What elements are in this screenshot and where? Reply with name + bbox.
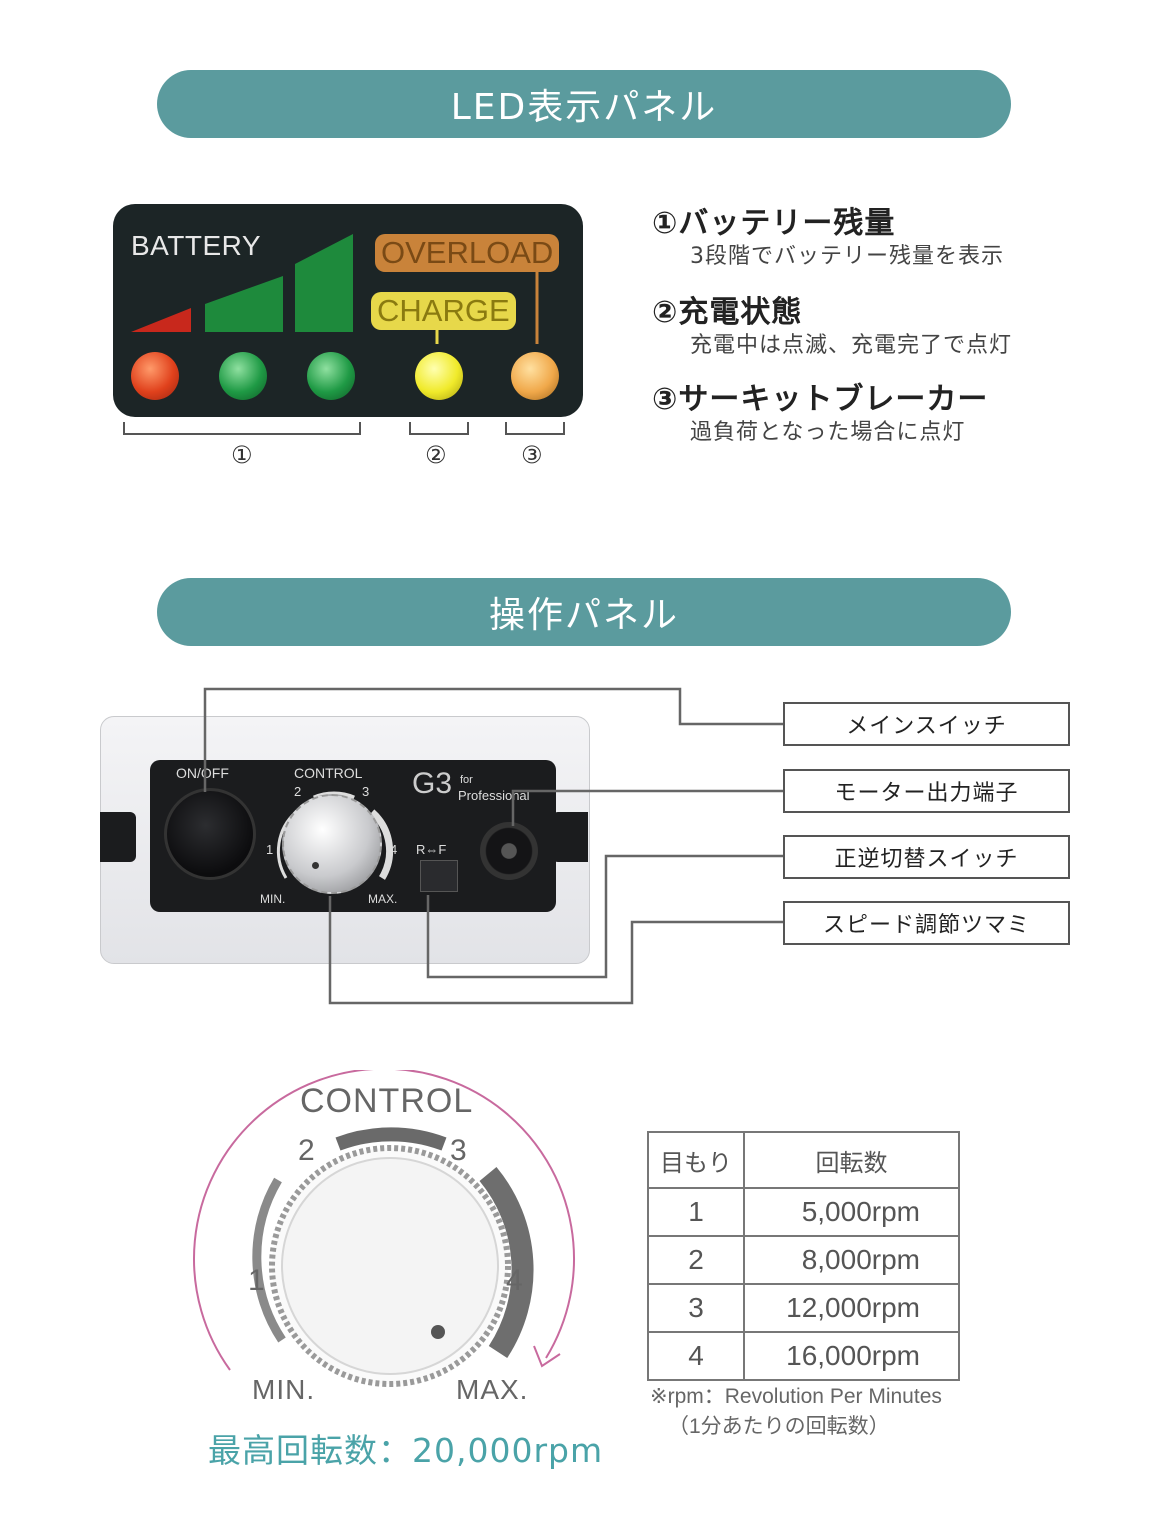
rpm-table: 目もり 回転数 1 5,000rpm 2 8,000rpm 3 12,000rp… (647, 1131, 960, 1381)
overload-label: OVERLOAD (375, 234, 560, 272)
callout-motor-output (511, 789, 783, 826)
device-side-clip-right (552, 812, 588, 862)
marker-1: ① (231, 441, 253, 469)
motor-output-jack (480, 822, 538, 880)
dial-tick-4: 4 (506, 1264, 523, 1297)
device-dial-arc-right (369, 809, 394, 880)
table-row: 1 5,000rpm (647, 1187, 960, 1237)
dial-min-label: MIN. (252, 1374, 316, 1405)
direction-switch[interactable] (420, 860, 458, 892)
knob-indicator-dot (431, 1325, 445, 1339)
dial-tick-1: 1 (248, 1264, 265, 1297)
table-row: 2 8,000rpm (647, 1235, 960, 1285)
rpm-value: 5,000rpm (743, 1187, 960, 1237)
led-item-3-desc: 過負荷となった場合に点灯 (690, 420, 966, 445)
onoff-label: ON/OFF (176, 765, 229, 781)
device-tick-2: 2 (294, 784, 302, 799)
device-tick-4: 4 (390, 842, 398, 857)
scale-arc-left (252, 1177, 286, 1343)
label-motor-output: モーター出力端子 (783, 769, 1070, 813)
rpm-step: 2 (647, 1235, 745, 1285)
control-section-header: 操作パネル (157, 578, 1011, 646)
brand-logo: G3 (412, 767, 453, 800)
charge-label: CHARGE (371, 292, 516, 330)
overload-led (511, 352, 559, 400)
battery-led-green-1 (219, 352, 267, 400)
bracket-2 (409, 422, 469, 435)
charge-led (415, 352, 463, 400)
rpm-footnote-2: （1分あたりの回転数） (668, 1415, 890, 1438)
rpm-step: 1 (647, 1187, 745, 1237)
battery-label: BATTERY (131, 230, 262, 261)
dial-tick-3: 3 (450, 1134, 467, 1167)
led-panel-image: BATTERY OVERLOAD CHARGE (113, 204, 583, 417)
led-item-2-desc: 充電中は点滅、充電完了で点灯 (690, 333, 1013, 358)
led-section-header: LED表示パネル (157, 70, 1011, 138)
max-rpm-text: 最高回転数：20,000rpm (208, 1431, 604, 1470)
rpm-table-header-rpm: 回転数 (743, 1131, 960, 1189)
rpm-value: 8,000rpm (743, 1235, 960, 1285)
rpm-table-header-row: 目もり 回転数 (647, 1131, 960, 1189)
device-side-clip-left (100, 812, 136, 862)
table-row: 4 16,000rpm (647, 1331, 960, 1381)
control-section-title: 操作パネル (488, 595, 679, 636)
table-row: 3 12,000rpm (647, 1283, 960, 1333)
label-speed-knob: スピード調節ツマミ (783, 901, 1070, 945)
callout-main-switch (203, 687, 783, 792)
led-section-title: LED表示パネル (450, 87, 718, 128)
brand-for: for (460, 774, 473, 786)
rotation-arrow-head (533, 1345, 561, 1368)
battery-level-wedges (131, 234, 539, 344)
bracket-3 (505, 422, 565, 435)
marker-2: ② (425, 441, 447, 469)
scale-arc-right (479, 1166, 534, 1359)
rpm-step: 3 (647, 1283, 745, 1333)
rpm-step: 4 (647, 1331, 745, 1381)
battery-wedge-high (295, 234, 353, 332)
device-tick-1: 1 (266, 842, 274, 857)
rpm-footnote-1: ※rpm：Revolution Per Minutes (650, 1385, 942, 1408)
led-brackets (123, 422, 565, 435)
led-item-1-desc: 3段階でバッテリー残量を表示 (690, 244, 1004, 269)
rotation-arrow (193, 1070, 575, 1371)
rpm-table-header-step: 目もり (647, 1131, 745, 1189)
label-direction-switch: 正逆切替スイッチ (783, 835, 1070, 879)
battery-led-green-2 (307, 352, 355, 400)
device-control-label: CONTROL (294, 765, 363, 781)
dial-control-label: CONTROL (300, 1082, 474, 1120)
led-item-1-title: ①バッテリー残量 (652, 206, 896, 241)
callout-direction-switch (426, 854, 783, 979)
dial-max-label: MAX. (456, 1374, 529, 1405)
dial-tick-2: 2 (298, 1134, 315, 1167)
led-item-2-title: ②充電状態 (652, 295, 803, 330)
power-button[interactable] (164, 788, 256, 880)
big-dial-graphic (193, 1070, 575, 1387)
bracket-1 (123, 422, 361, 435)
device-control-panel: ON/OFF CONTROL 2 3 1 4 MIN. MAX. G3 for … (150, 760, 556, 912)
led-item-3-title: ③サーキットブレーカー (652, 382, 989, 417)
rpm-value: 16,000rpm (743, 1331, 960, 1381)
battery-wedge-mid (205, 276, 283, 332)
device-min-label: MIN. (260, 892, 286, 906)
rpm-value: 12,000rpm (743, 1283, 960, 1333)
knob-face (281, 1157, 499, 1375)
scale-arc-top (335, 1127, 447, 1151)
direction-switch-label: R⇔F (416, 842, 447, 857)
brand-professional: Professional (458, 788, 530, 803)
speed-knob-dot (312, 862, 319, 869)
battery-wedge-low (131, 308, 191, 332)
device-max-label: MAX. (368, 892, 398, 906)
callout-speed-knob (328, 896, 783, 1005)
marker-3: ③ (521, 441, 543, 469)
label-main-switch: メインスイッチ (783, 702, 1070, 746)
speed-knob[interactable] (282, 794, 382, 894)
device-tick-3: 3 (362, 784, 370, 799)
battery-led-red (131, 352, 179, 400)
